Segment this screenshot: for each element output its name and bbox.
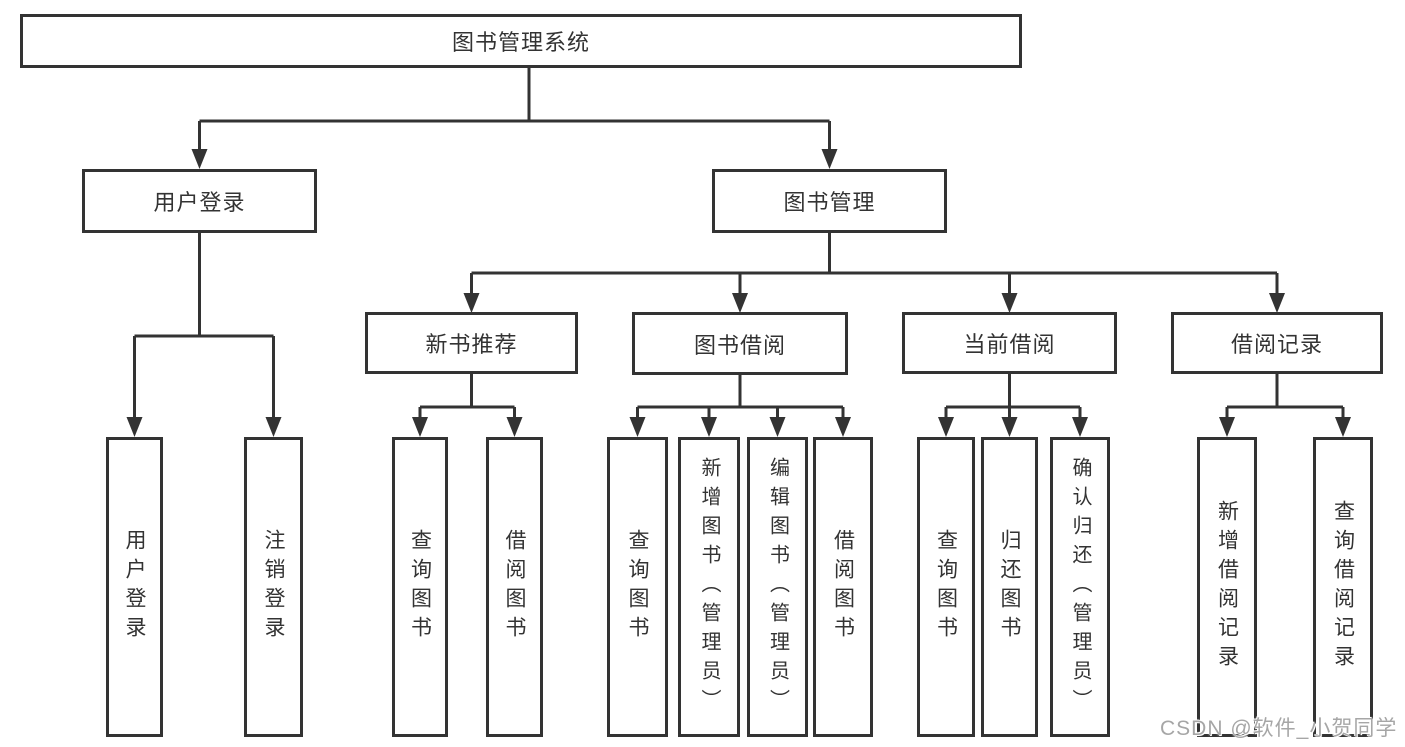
leaf-query-book-1: 查询图书 <box>392 437 448 737</box>
leaf-add-book-admin: 新增图书（管理员） <box>678 437 740 737</box>
leaf-query-borrow-record: 查询借阅记录 <box>1313 437 1373 737</box>
leaf-query-book-3: 查询图书 <box>917 437 975 737</box>
node-book-borrow: 图书借阅 <box>632 312 848 375</box>
watermark: CSDN @软件_小贺同学 <box>1160 717 1398 740</box>
leaf-query-book-2: 查询图书 <box>607 437 668 737</box>
leaf-edit-book-admin: 编辑图书（管理员） <box>747 437 808 737</box>
leaf-user-login: 用户登录 <box>106 437 163 737</box>
connector-path <box>133 68 1345 421</box>
leaf-borrow-book-2: 借阅图书 <box>813 437 873 737</box>
leaf-return-book: 归还图书 <box>981 437 1038 737</box>
node-current-borrow: 当前借阅 <box>902 312 1117 374</box>
node-user-login: 用户登录 <box>82 169 317 233</box>
leaf-logout: 注销登录 <box>244 437 303 737</box>
leaf-add-borrow-record: 新增借阅记录 <box>1197 437 1257 737</box>
leaf-borrow-book-1: 借阅图书 <box>486 437 543 737</box>
leaf-confirm-return-admin: 确认归还（管理员） <box>1050 437 1110 737</box>
arrowheads <box>126 149 1351 437</box>
node-root: 图书管理系统 <box>20 14 1022 68</box>
node-borrow-records: 借阅记录 <box>1171 312 1383 374</box>
node-book-management: 图书管理 <box>712 169 947 233</box>
node-new-book-recommend: 新书推荐 <box>365 312 578 374</box>
